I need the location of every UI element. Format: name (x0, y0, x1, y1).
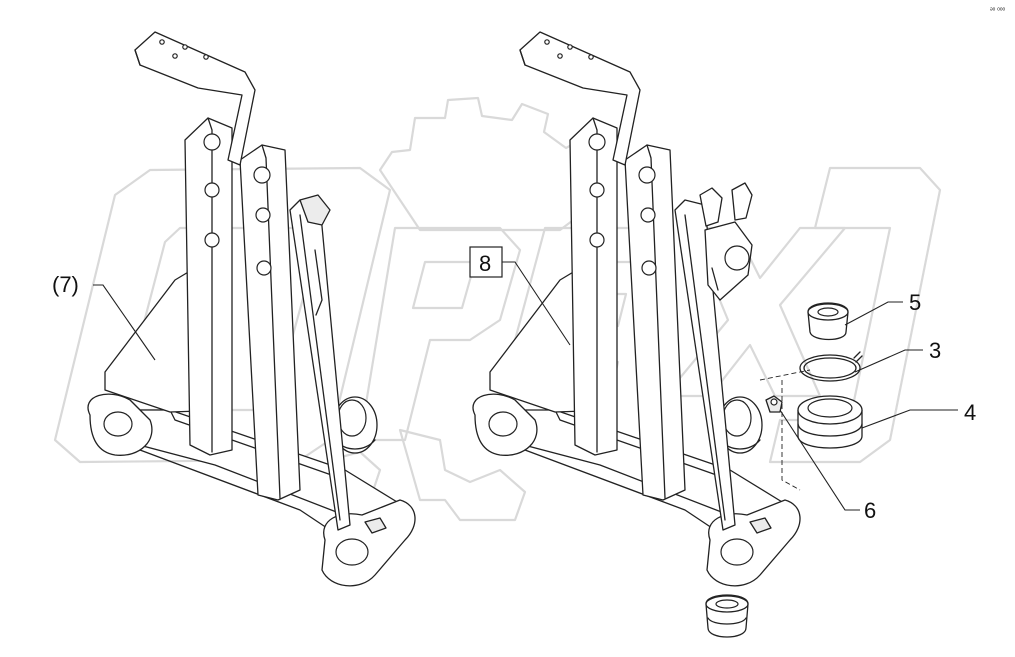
bearing-4 (797, 395, 863, 449)
callout-7: (7) (52, 272, 156, 361)
corner-mark: ᵊᵒ ᵒᵒᵒ (990, 7, 1005, 14)
callout-4: 4 (861, 400, 976, 429)
callout-5: 5 (844, 290, 921, 326)
callout-label-5: 5 (909, 290, 921, 315)
right-bracket-assembly (472, 31, 801, 587)
snap-ring-3 (799, 351, 863, 382)
callout-6: 6 (779, 409, 876, 523)
loose-parts (705, 302, 863, 638)
callout-label-3: 3 (929, 338, 941, 363)
left-bracket-assembly (87, 31, 416, 587)
bushing-5 (807, 302, 849, 341)
callout-8: 8 (469, 246, 571, 346)
callout-label-6: 6 (864, 498, 876, 523)
callout-label-4: 4 (964, 400, 976, 425)
callout-label-7: (7) (52, 272, 79, 297)
callout-3: 3 (854, 338, 941, 373)
callout-label-8: 8 (479, 251, 491, 276)
lower-bushing (705, 594, 749, 638)
callout-box-8 (469, 246, 503, 278)
grease-nipple-6 (765, 395, 783, 413)
